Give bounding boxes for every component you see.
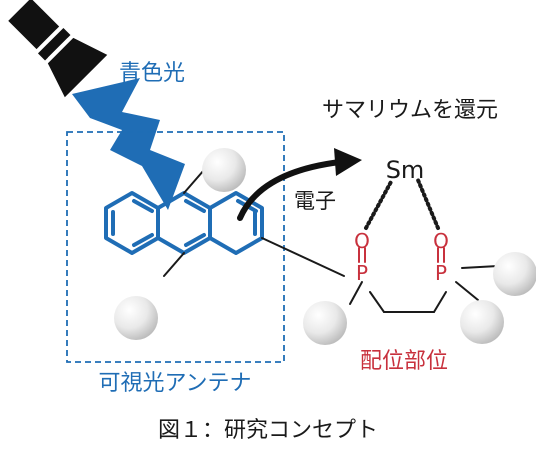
lightning-bolt-icon (72, 78, 185, 210)
coordination-dots (364, 178, 440, 230)
flashlight-icon (8, 0, 108, 98)
oxygen-label-1: O (354, 229, 370, 253)
oxygen-label-2: O (433, 229, 449, 253)
reduction-label: サマリウムを還元 (322, 98, 498, 123)
blue-light-label: 青色光 (119, 61, 185, 86)
curved-arrow-icon (237, 148, 362, 221)
substituent-spheres (114, 148, 536, 345)
figure-caption: 図１：研究コンセプト (158, 418, 378, 443)
sphere-right-bottom (460, 300, 504, 344)
antenna-label: 可視光アンテナ (98, 371, 251, 396)
phosphorus-label-2: P (435, 261, 447, 285)
phosphorus-label-1: P (356, 261, 368, 285)
antenna-box (66, 131, 285, 363)
sphere-top (202, 148, 246, 192)
bonds (163, 169, 499, 313)
electron-label: 電子 (294, 189, 336, 213)
sphere-bottom-left (114, 296, 158, 340)
p-o-bonds (358, 247, 445, 263)
sphere-left-p (303, 301, 347, 345)
sphere-right-top (493, 252, 536, 296)
samarium-label: Sm (386, 156, 425, 184)
anthracene-core (104, 191, 264, 255)
coordination-site-label: 配位部位 (360, 349, 448, 374)
